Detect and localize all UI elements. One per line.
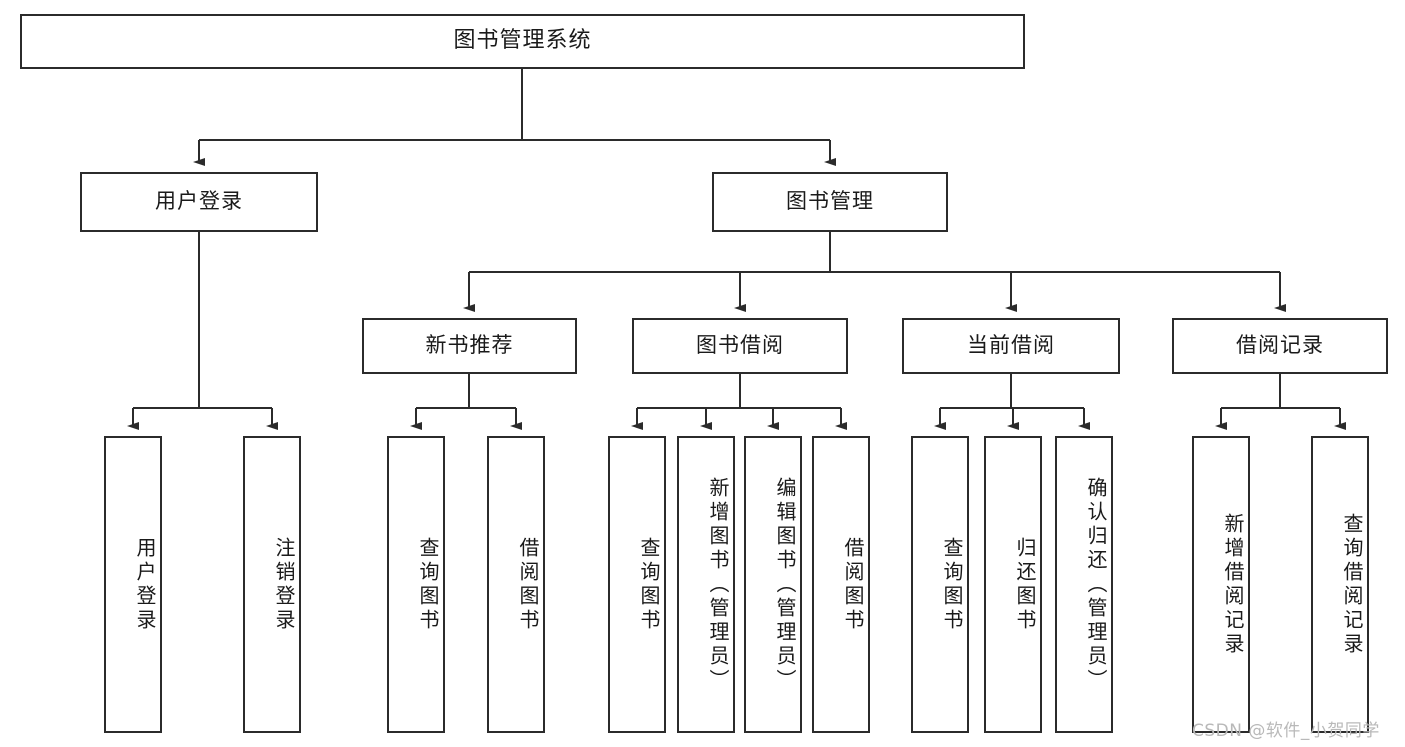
leaf-add-record[interactable]: 新增借阅记录 <box>1192 436 1250 733</box>
node-label: 查询借阅记录 <box>1340 512 1364 657</box>
leaf-query-book-3[interactable]: 查询图书 <box>911 436 969 733</box>
leaf-confirm-return[interactable]: 确认归还（管理员） <box>1055 436 1113 733</box>
leaf-add-book[interactable]: 新增图书（管理员） <box>677 436 735 733</box>
node-label: 新书推荐 <box>425 333 514 358</box>
node-label: 图书管理系统 <box>453 28 592 54</box>
leaf-query-book-1[interactable]: 查询图书 <box>387 436 445 733</box>
node-label: 查询图书 <box>416 536 440 633</box>
node-label: 新增借阅记录 <box>1221 512 1245 657</box>
csdn-watermark: CSDN @软件_小贺同学 <box>1192 721 1380 741</box>
leaf-user-logout[interactable]: 注销登录 <box>243 436 301 733</box>
node-label: 图书借阅 <box>696 333 784 358</box>
leaf-query-book-2[interactable]: 查询图书 <box>608 436 666 733</box>
leaf-return-book[interactable]: 归还图书 <box>984 436 1042 733</box>
node-borrow-record[interactable]: 借阅记录 <box>1172 318 1388 374</box>
node-book-borrow[interactable]: 图书借阅 <box>632 318 848 374</box>
node-root-system[interactable]: 图书管理系统 <box>20 14 1025 69</box>
leaf-borrow-book-1[interactable]: 借阅图书 <box>487 436 545 733</box>
leaf-borrow-book-2[interactable]: 借阅图书 <box>812 436 870 733</box>
node-label: 用户登录 <box>155 189 243 214</box>
node-label: 编辑图书（管理员） <box>773 476 797 693</box>
node-book-manage[interactable]: 图书管理 <box>712 172 948 232</box>
node-current-borrow[interactable]: 当前借阅 <box>902 318 1120 374</box>
node-label: 确认归还（管理员） <box>1084 476 1108 693</box>
node-label: 查询图书 <box>940 536 964 633</box>
node-user-login[interactable]: 用户登录 <box>80 172 318 232</box>
leaf-user-login[interactable]: 用户登录 <box>104 436 162 733</box>
node-label: 归还图书 <box>1013 536 1037 633</box>
node-label: 借阅图书 <box>516 536 540 633</box>
node-new-book-recommend[interactable]: 新书推荐 <box>362 318 577 374</box>
node-label: 用户登录 <box>133 536 157 633</box>
leaf-edit-book[interactable]: 编辑图书（管理员） <box>744 436 802 733</box>
node-label: 图书管理 <box>786 189 874 214</box>
node-label: 当前借阅 <box>967 333 1055 358</box>
node-label: 新增图书（管理员） <box>706 476 730 693</box>
node-label: 借阅图书 <box>841 536 865 633</box>
node-label: 查询图书 <box>637 536 661 633</box>
node-label: 借阅记录 <box>1236 333 1324 358</box>
leaf-query-record[interactable]: 查询借阅记录 <box>1311 436 1369 733</box>
node-label: 注销登录 <box>272 536 296 633</box>
